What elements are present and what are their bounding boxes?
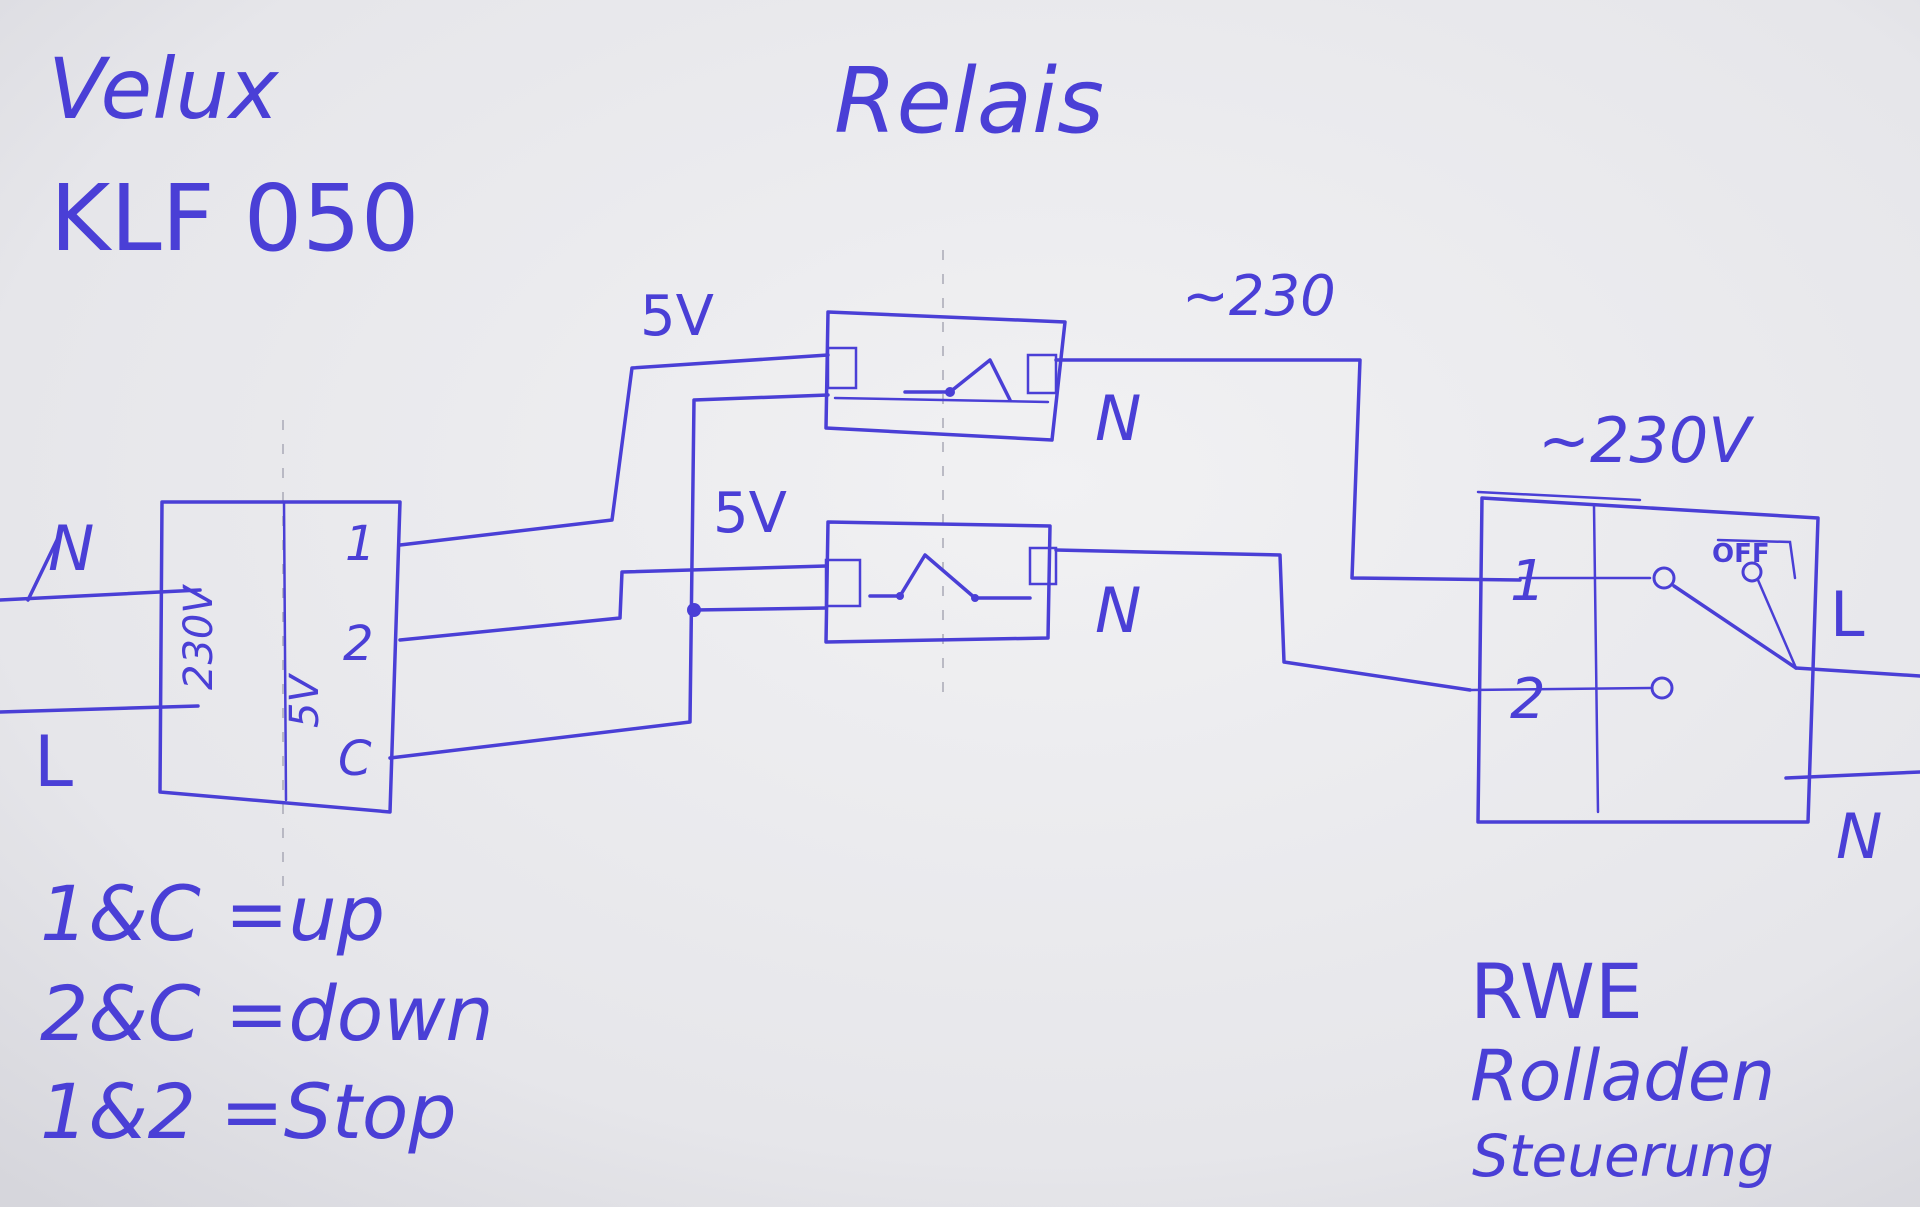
rwe-terminal-2-line [1468, 686, 1652, 692]
rwe-module-divider [1592, 504, 1600, 814]
rwe-switch-lever [1672, 584, 1798, 670]
relay-bottom-switch [868, 553, 1032, 600]
rwe-neutral-wire [1784, 770, 1920, 780]
velux-title-line1: Velux [48, 40, 280, 138]
velux-rating-5: 5V [282, 673, 328, 728]
relay-bottom-contact-pivot [896, 592, 904, 600]
relay-bottom-neutral: N [1095, 574, 1141, 647]
relay-top-coil-voltage: 5V [640, 284, 714, 349]
velux-input-n-label: N [48, 512, 94, 585]
rwe-line-l-label: L [1830, 578, 1865, 651]
wire-common-junction [687, 603, 701, 617]
relay-top-switch [903, 358, 1012, 402]
velux-terminal-c: C [338, 731, 372, 787]
velux-input-l-wire [0, 704, 200, 714]
relay-bottom-contact-terminal [1028, 546, 1058, 586]
wire-bottom-relay-to-rwe-2 [1054, 548, 1472, 692]
velux-rating-230: 230V [176, 584, 222, 690]
wire-common-to-bottom-coil [692, 606, 828, 612]
relay-top-contact-terminal [1026, 353, 1058, 395]
wire-top-relay-to-rwe-1 [1054, 358, 1522, 582]
legend-line-up: 1&C =up [40, 869, 385, 958]
rwe-contact-up [1652, 566, 1676, 590]
rwe-module-box [1476, 496, 1820, 824]
rwe-module-top-edge [1476, 490, 1642, 502]
velux-module-box [158, 500, 402, 814]
rwe-contact-off [1741, 561, 1763, 583]
relay-top-neutral: N [1095, 382, 1141, 455]
velux-title-line2: KLF 050 [50, 165, 419, 272]
wire-terminal-1-to-top-coil [398, 353, 830, 547]
rwe-switch-off-lever [1756, 578, 1798, 670]
rwe-contact-down [1650, 676, 1674, 700]
rwe-title-line2: Rolladen [1470, 1035, 1775, 1117]
relay-top-contact-pivot [945, 387, 955, 397]
wire-terminal-c-common [388, 393, 830, 760]
relay-bottom-coil-voltage: 5V [713, 481, 787, 546]
rwe-neutral-label: N [1836, 800, 1882, 873]
rwe-terminal-1: 1 [1510, 549, 1546, 614]
rwe-terminal-2: 2 [1510, 667, 1546, 732]
velux-device: Velux KLF 050 N L 230V 5V 1 2 C [0, 40, 419, 814]
velux-terminal-1: 1 [345, 516, 376, 572]
legend: 1&C =up 2&C =down 1&2 =Stop [40, 869, 494, 1156]
rwe-title-line3: Steuerung [1472, 1122, 1774, 1190]
relay-bottom-contact-point [971, 594, 979, 602]
relay-top-coil-terminal [826, 346, 858, 390]
velux-terminal-2: 2 [343, 616, 374, 672]
velux-input-n-stroke [26, 536, 60, 602]
legend-line-stop: 1&2 =Stop [40, 1067, 457, 1156]
rwe-supply-voltage: ~230V [1538, 404, 1755, 477]
rwe-off-label: OFF [1712, 539, 1770, 569]
rwe-off-bracket [1716, 538, 1797, 580]
relay-block: Relais 5V ~230 N 5V N [640, 49, 1336, 647]
rwe-title-line1: RWE [1470, 947, 1643, 1036]
relay-top-output-voltage: ~230 [1182, 264, 1336, 329]
relay-top-box [824, 310, 1067, 442]
legend-line-down: 2&C =down [40, 969, 494, 1058]
relay-title: Relais [834, 49, 1104, 154]
relay-bottom-coil-terminal [824, 558, 862, 608]
wire-terminal-2-to-bottom-coil [398, 564, 828, 642]
relay-top-baseline [833, 396, 1050, 404]
velux-module-divider [282, 500, 288, 802]
velux-input-l-label: L [34, 721, 73, 803]
wiring [388, 353, 1522, 760]
velux-input-n-wire [0, 588, 202, 602]
rwe-line-l-wire [1794, 666, 1920, 678]
rwe-device: ~230V 1 2 OFF L N RWE Rolladen Steuerung [1468, 404, 1920, 1190]
